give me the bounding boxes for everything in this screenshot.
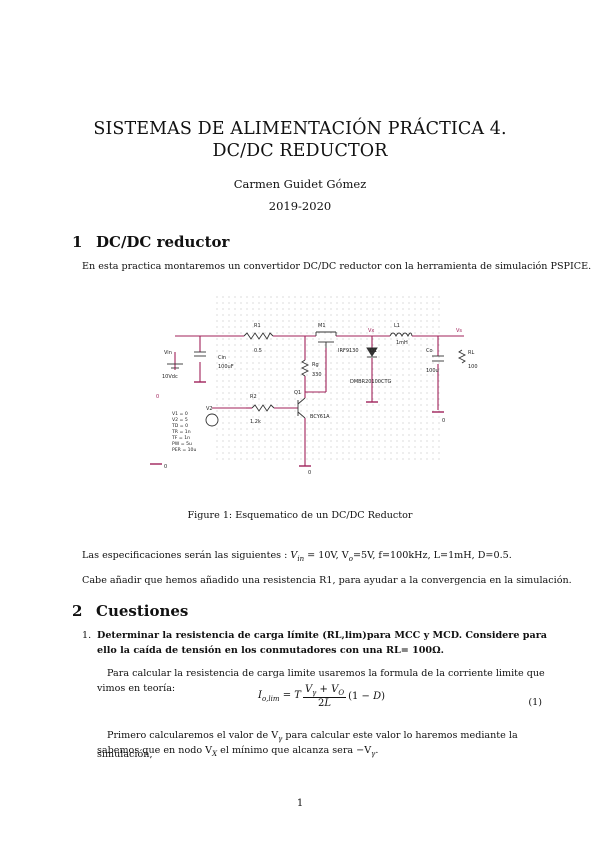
label-rl-val: 100 <box>468 364 478 370</box>
equation-1: Io,lim = T Vγ + VO 2L (1 − D) <box>258 684 386 709</box>
label-cin: Cin <box>218 355 226 361</box>
specifications-paragraph: Las especificaciones serán las siguiente… <box>82 550 512 563</box>
label-r2: R2 <box>250 394 257 400</box>
label-l1-val: 1mH <box>396 340 408 346</box>
v1-param: V1 = 0 <box>172 411 188 417</box>
formula-intro-paragraph: Para calcular la resistencia de carga li… <box>97 668 545 694</box>
label-d1: D1 <box>370 348 377 354</box>
schematic-figure: Vin 10Vdc Cin 100uF R1 0.5 Rg 330 M1 IRF… <box>150 292 478 476</box>
label-cin-val: 100uF <box>218 364 234 370</box>
label-ground-co: 0 <box>442 418 445 424</box>
label-r1-val: 0.5 <box>254 348 262 354</box>
label-l1: L1 <box>394 323 400 329</box>
label-rg-val: 330 <box>312 372 322 378</box>
label-ground-v1: 0 <box>164 464 167 470</box>
label-m1-part: IRF9130 <box>338 348 359 354</box>
label-net-vs: Vs <box>456 328 462 334</box>
v1-param: TD = 0 <box>171 423 188 429</box>
v1-param: PER = 10u <box>172 447 196 453</box>
label-r2-val: 1.2k <box>250 419 261 425</box>
document-title: SISTEMAS DE ALIMENTACIÓN PRÁCTICA 4. DC/… <box>93 119 507 161</box>
author: Carmen Guidet Gómez <box>233 177 367 191</box>
figure-caption: Figure 1: Esquematico de un DC/DC Reduct… <box>187 510 413 521</box>
equation-number: (1) <box>528 697 542 708</box>
v1-param: V2 = 5 <box>172 417 188 423</box>
simulation-paragraph: Primero calcularemos el valor de Vγ para… <box>97 730 518 760</box>
note-paragraph: Cabe añadir que hemos añadido una resist… <box>82 575 572 586</box>
date: 2019-2020 <box>268 199 332 213</box>
v1-param: TR = 1n <box>171 429 191 435</box>
label-q1: Q1 <box>294 390 301 396</box>
label-co-val: 100u <box>426 368 439 374</box>
intro-paragraph: En esta practica montaremos un convertid… <box>82 261 592 272</box>
label-rl: RL <box>468 350 474 356</box>
label-v2: V2 <box>206 406 213 412</box>
page-number: 1 <box>296 798 304 809</box>
label-m1: M1 <box>318 323 326 329</box>
label-r1: R1 <box>254 323 261 329</box>
question-1: Determinar la resistencia de carga límit… <box>97 630 547 656</box>
simulation-paragraph-line2: sabemos que en nodo VX el mínimo que alc… <box>97 745 379 758</box>
label-d1-part: DMBR20100CTG <box>350 379 392 385</box>
v1-parameters: V1 = 0 V2 = 5 TD = 0 TR = 1n TF = 1n PW … <box>171 411 196 453</box>
label-co: Co <box>426 348 433 354</box>
v1-param: TF = 1n <box>171 435 190 441</box>
label-net-vx: Vx <box>368 328 374 334</box>
label-vin: Vin <box>164 350 172 356</box>
item-number: 1. <box>82 630 92 641</box>
label-q1-part: BCY61A <box>310 414 330 420</box>
label-ground-q1: 0 <box>308 470 311 476</box>
label-vin-val: 10Vdc <box>162 374 178 380</box>
v1-param: PW = 5u <box>172 441 192 447</box>
label-ground-vin: 0 <box>156 394 159 400</box>
label-rg: Rg <box>312 362 319 368</box>
